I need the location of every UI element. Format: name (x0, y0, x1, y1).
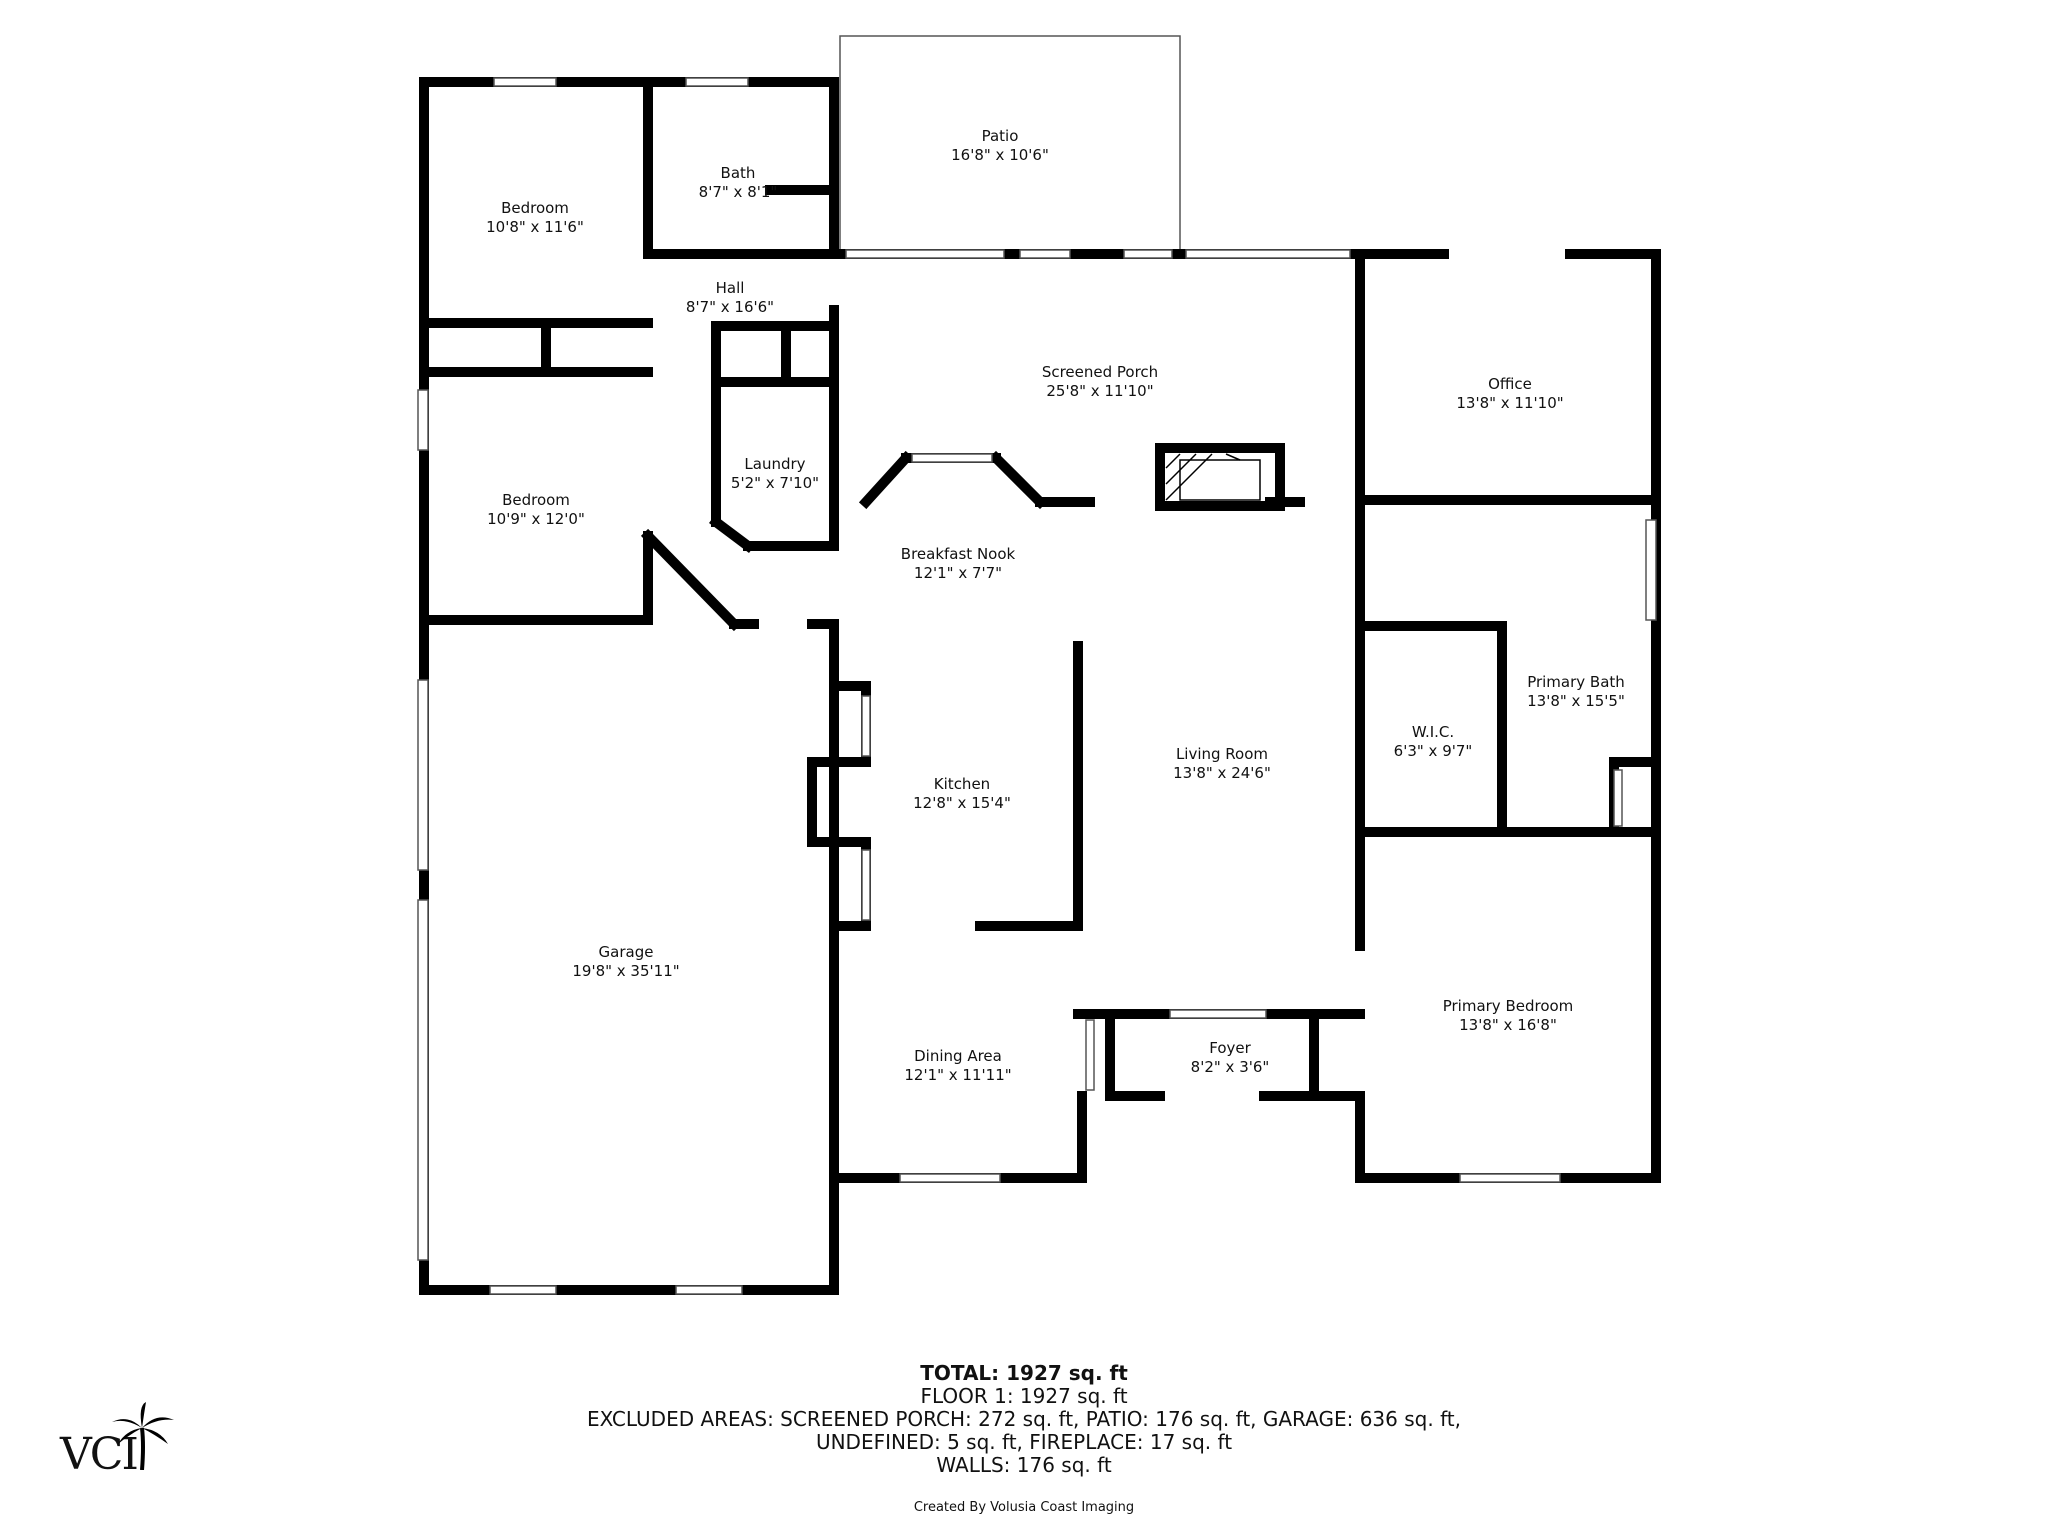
summary-floor: FLOOR 1: 1927 sq. ft (920, 1384, 1128, 1408)
summary-walls: WALLS: 176 sq. ft (936, 1453, 1112, 1477)
room-label-wic: W.I.C.6'3" x 9'7" (1393, 723, 1473, 760)
walls (419, 77, 1661, 1295)
logo: VCI (60, 1400, 174, 1480)
palm-tree-icon (112, 1402, 174, 1470)
windows (417, 77, 1657, 1295)
summary-excluded-2: UNDEFINED: 5 sq. ft, FIREPLACE: 17 sq. f… (815, 1430, 1233, 1454)
summary-excluded-1: EXCLUDED AREAS: SCREENED PORCH: 272 sq. … (587, 1407, 1461, 1431)
summary-total: TOTAL: 1927 sq. ft (920, 1361, 1128, 1385)
area-summary: TOTAL: 1927 sq. ft FLOOR 1: 1927 sq. ft … (0, 1362, 2048, 1477)
fireplace-hatch (1165, 453, 1261, 501)
credit-text: Created By Volusia Coast Imaging (913, 1500, 1135, 1515)
